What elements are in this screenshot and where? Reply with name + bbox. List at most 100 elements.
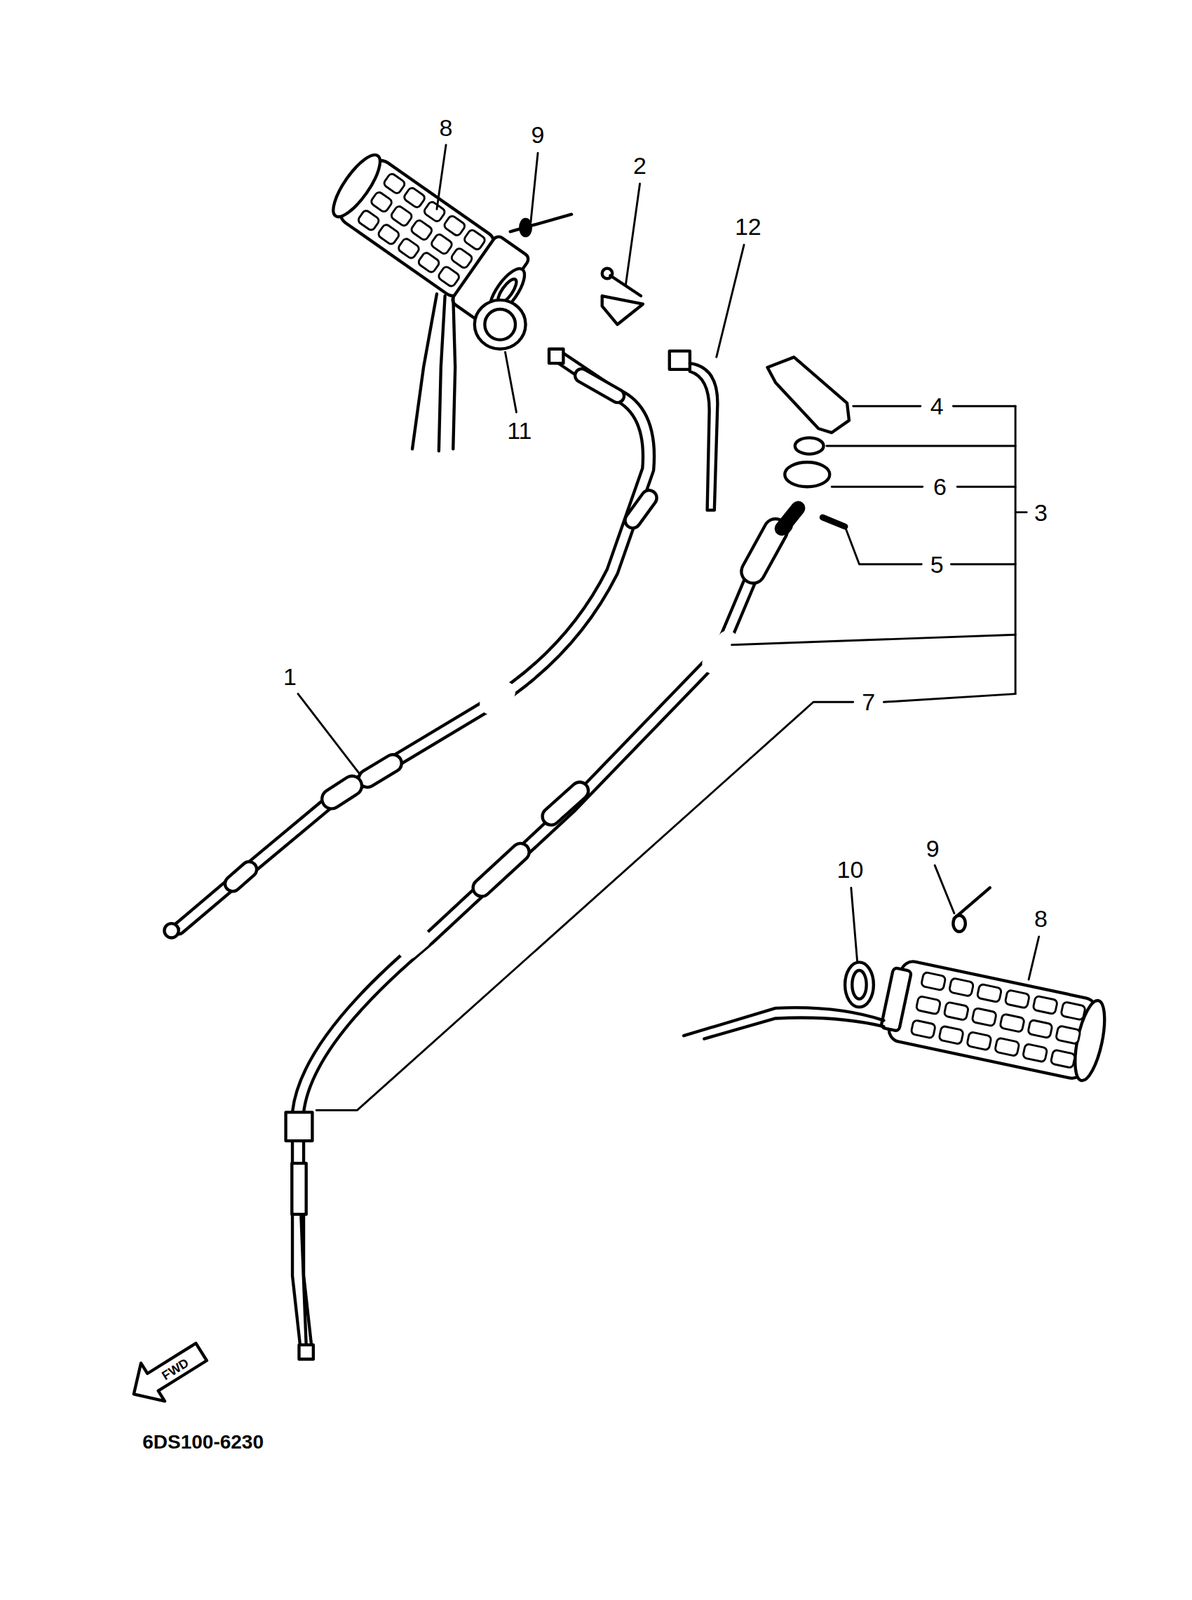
callout-number: 9 (531, 122, 545, 147)
drawing-stroke (551, 790, 580, 817)
callout-number: 4 (930, 394, 944, 418)
screw (510, 214, 572, 237)
drawing-stroke (602, 275, 643, 325)
drawing-stroke (716, 244, 744, 357)
drawing-stroke (851, 887, 858, 962)
drawing-stroke (436, 145, 446, 210)
drawing-stroke (331, 786, 352, 800)
drawing-stroke (382, 172, 406, 195)
drawing-stroke (410, 218, 434, 242)
drawing-stroke (826, 445, 1016, 448)
drawing-stroke (530, 152, 538, 223)
drawing-stroke (767, 356, 850, 433)
drawing-stroke (1015, 511, 1027, 514)
leader-lines (298, 145, 1040, 1111)
drawing-stroke (581, 375, 618, 397)
callout-number: 6 (933, 474, 947, 499)
drawing-stroke (831, 485, 1016, 489)
drawing-stroke (712, 640, 728, 664)
drawing-stroke (976, 983, 1002, 1003)
drawing-stroke (753, 530, 776, 572)
drawing-stroke (994, 1037, 1021, 1057)
drawing-stroke (880, 967, 912, 1032)
drawing-stroke (1027, 1019, 1054, 1039)
callout-number: 8 (439, 115, 453, 140)
callout-number: 10 (836, 857, 864, 882)
drawing-stroke (484, 309, 516, 341)
drawing-stroke (1060, 1001, 1087, 1021)
drawing-stroke (689, 363, 718, 511)
drawing-stroke (298, 694, 360, 775)
drawing-stroke (581, 375, 618, 397)
drawing-stroke (232, 869, 249, 884)
drawing-stroke (504, 351, 517, 413)
drawing-stroke (377, 222, 401, 246)
grip-wires (683, 1007, 884, 1039)
drawing-stroke (1028, 936, 1040, 980)
drawing-stroke (1055, 1025, 1081, 1045)
drawing-stroke (632, 497, 649, 521)
drawing-stroke (325, 148, 388, 223)
drawing-stroke (402, 186, 426, 209)
drawing-stroke (298, 1344, 313, 1359)
collar (474, 300, 526, 350)
callout-number: 2 (633, 153, 647, 178)
drawing-stroke (232, 869, 249, 884)
collar (844, 962, 874, 1007)
screw (952, 887, 990, 932)
callout-number: 7 (861, 689, 876, 714)
drawing-stroke (520, 219, 531, 236)
drawing-stroke (178, 356, 649, 929)
drawing-stroke (291, 1163, 306, 1215)
drawing-stroke (490, 692, 506, 704)
drawing-stroke (122, 1332, 214, 1413)
drawing-stroke (367, 763, 393, 780)
drawing-stroke (331, 786, 352, 800)
drawing-stroke (481, 851, 521, 888)
forward-arrow (122, 1332, 214, 1413)
drawing-stroke (316, 694, 1016, 1111)
drawing-stroke (1050, 1049, 1076, 1069)
drawing-stroke (298, 525, 787, 1350)
drawing-stroke (971, 1007, 998, 1027)
drawing-stroke (795, 437, 824, 454)
drawing-stroke (934, 865, 955, 913)
drawing-stroke (549, 349, 564, 364)
callout-number: 8 (1034, 906, 1048, 931)
drawing-stroke (948, 978, 974, 998)
drawing-stroke (356, 172, 486, 288)
drawing-stroke (164, 923, 179, 938)
callout-number: 11 (506, 418, 532, 443)
drawing-stroke (999, 1013, 1026, 1033)
drawing-stroke (625, 183, 640, 287)
cable (164, 349, 649, 939)
drawing-stroke (300, 1216, 306, 1345)
drawing-stroke (481, 851, 521, 888)
lever (767, 356, 850, 527)
callout-number: 1 (283, 664, 297, 689)
drawing-stroke (178, 356, 649, 929)
drawing-stroke (632, 497, 649, 521)
drawing-stroke (844, 962, 874, 1007)
drawing-stroke (822, 517, 845, 527)
drawing-stroke (462, 228, 486, 252)
drawing-stroke (910, 971, 1086, 1068)
drawing-stroke (1032, 995, 1059, 1015)
right-grip (878, 957, 1110, 1084)
drawing-stroke (943, 1001, 970, 1021)
throttle-cable (286, 508, 799, 1360)
drawing-stroke (417, 251, 441, 275)
drawing-stroke (920, 971, 946, 991)
drawing-stroke (429, 232, 453, 256)
drawing-stroke (886, 959, 1099, 1081)
drawing-stroke (437, 265, 461, 289)
drawing-stroke (1004, 990, 1031, 1009)
drawing-stroke (1014, 405, 1017, 694)
drawing-stroke (753, 530, 776, 572)
callout-number: 3 (1034, 500, 1048, 525)
drawing-stroke (474, 300, 526, 350)
clip (602, 268, 643, 325)
callout-number: 9 (926, 836, 940, 861)
diagram-code: 6DS100-6230 (142, 1432, 264, 1453)
drawing-stroke (356, 208, 381, 232)
